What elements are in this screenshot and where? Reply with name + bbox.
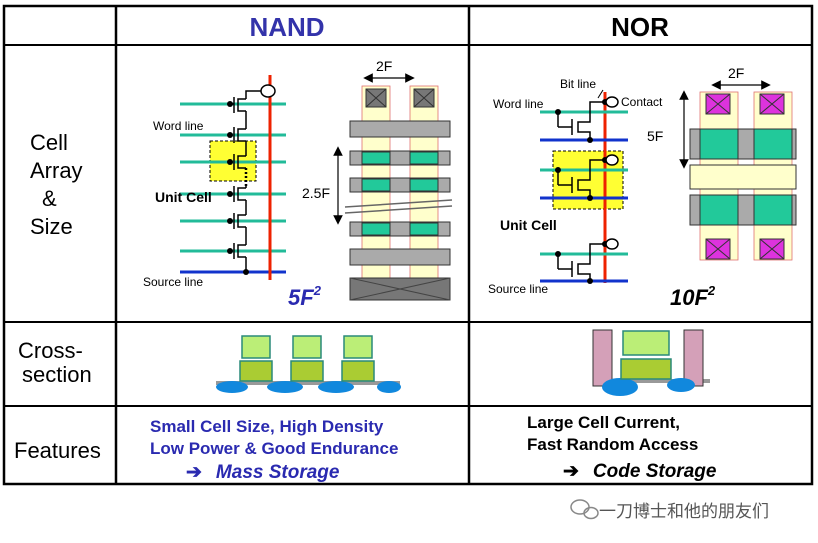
nor-contact-label: Contact bbox=[621, 95, 663, 109]
row-label-line: & bbox=[42, 186, 57, 211]
nand-conclusion-text: Mass Storage bbox=[216, 462, 340, 483]
nor-pitch-label: 2F bbox=[728, 65, 744, 81]
nand-schematic bbox=[180, 75, 286, 280]
nor-area-base: 10F bbox=[670, 285, 708, 310]
nor-conclusion: ➔ Code Storage bbox=[563, 461, 717, 482]
nand-unit-cell-label: Unit Cell bbox=[155, 189, 212, 205]
row-label-line: section bbox=[22, 362, 92, 387]
nor-contact-circle bbox=[605, 154, 619, 166]
nor-area-label: 10F2 bbox=[670, 283, 716, 310]
nand-area-base: 5F bbox=[288, 285, 314, 310]
row-label-line: Array bbox=[30, 158, 83, 183]
nor-feature-line: Large Cell Current, bbox=[527, 413, 680, 432]
watermark: 一刀博士和他的朋友们 bbox=[570, 499, 769, 522]
nand-pitch-label: 2F bbox=[376, 58, 392, 74]
table-grid bbox=[2, 4, 814, 486]
nor-layout bbox=[679, 80, 797, 261]
row-label-line: Cell bbox=[30, 130, 68, 155]
nand-source-line-label: Source line bbox=[143, 275, 203, 289]
nand-area-exp: 2 bbox=[313, 283, 322, 298]
nor-contact-circle bbox=[605, 96, 619, 108]
nand-contact-circle bbox=[260, 84, 276, 98]
nor-feature-line: Fast Random Access bbox=[527, 435, 698, 454]
header-nand: NAND bbox=[249, 12, 324, 42]
nor-cross-section bbox=[592, 329, 710, 396]
nand-arrow-icon: ➔ bbox=[186, 462, 202, 483]
watermark-text: 一刀博士和他的朋友们 bbox=[599, 502, 769, 522]
nand-layout bbox=[333, 73, 453, 301]
nand-cross-section bbox=[216, 335, 401, 393]
nor-bit-line-label: Bit line bbox=[560, 77, 596, 91]
row-label-cross-section: Cross- section bbox=[18, 338, 92, 387]
nor-unit-cell-label: Unit Cell bbox=[500, 217, 557, 233]
nand-feature-line: Small Cell Size, High Density bbox=[150, 417, 384, 436]
nor-conclusion-text: Code Storage bbox=[593, 461, 717, 482]
row-label-cell-array: Cell Array & Size bbox=[30, 130, 83, 239]
nor-schematic bbox=[540, 89, 628, 284]
nor-height-label: 5F bbox=[647, 128, 663, 144]
row-label-features: Features bbox=[14, 438, 101, 463]
row-label-line: Size bbox=[30, 214, 73, 239]
row-label-line: Cross- bbox=[18, 338, 83, 363]
nor-source-line-label: Source line bbox=[488, 282, 548, 296]
header-nor: NOR bbox=[611, 12, 669, 42]
wechat-icon bbox=[570, 499, 599, 520]
nor-area-exp: 2 bbox=[707, 283, 716, 298]
nand-area-label: 5F2 bbox=[288, 283, 322, 310]
nand-word-line-label: Word line bbox=[153, 119, 204, 133]
nand-feature-line: Low Power & Good Endurance bbox=[150, 439, 398, 458]
nand-height-label: 2.5F bbox=[302, 185, 330, 201]
nor-arrow-icon: ➔ bbox=[563, 461, 579, 482]
nor-contact-circle bbox=[605, 238, 619, 250]
nand-conclusion: ➔ Mass Storage bbox=[186, 462, 340, 483]
nor-word-line-label: Word line bbox=[493, 97, 544, 111]
